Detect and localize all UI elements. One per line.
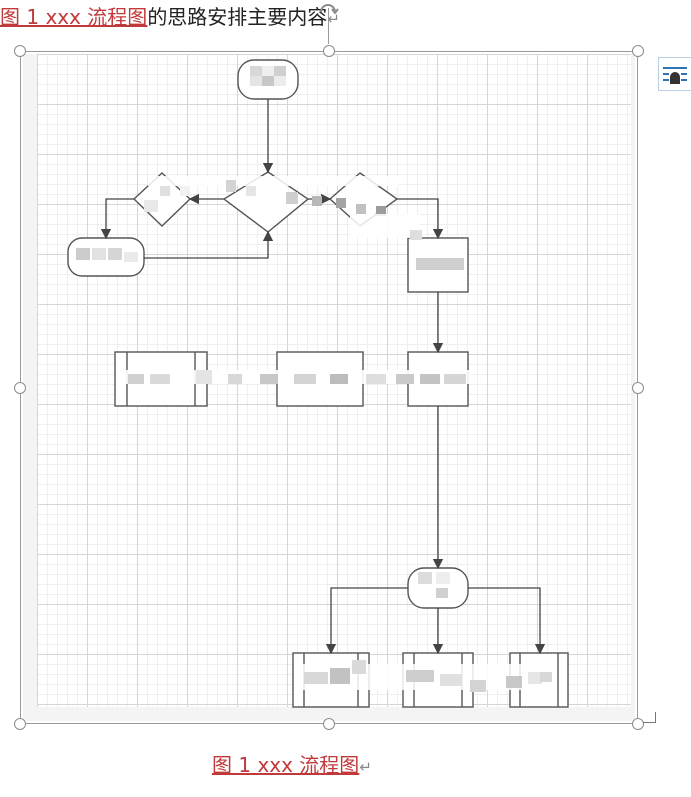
layout-options-button[interactable] bbox=[658, 57, 691, 91]
figure-reference-link[interactable]: 图 1 xxx 流程图 bbox=[0, 5, 148, 29]
flow-edge-left-to-terminal bbox=[100, 198, 134, 240]
resize-handle-bottom-right[interactable] bbox=[632, 718, 644, 730]
resize-handle-bottom-middle[interactable] bbox=[323, 718, 335, 730]
resize-handle-top-middle[interactable] bbox=[323, 45, 335, 57]
text-line-intro: 图 1 xxx 流程图的思路安排主要内容↵ bbox=[0, 2, 340, 32]
resize-handle-bottom-left[interactable] bbox=[14, 718, 26, 730]
figure-caption: 图 1 xxx 流程图↵ bbox=[212, 750, 372, 782]
flow-edge-bottom-to-a bbox=[325, 587, 408, 655]
paragraph-mark-icon: ↵ bbox=[359, 758, 372, 776]
resize-handle-middle-right[interactable] bbox=[632, 382, 644, 394]
resize-handle-middle-left[interactable] bbox=[14, 382, 26, 394]
layout-options-icon bbox=[663, 67, 687, 84]
resize-handle-top-right[interactable] bbox=[632, 45, 644, 57]
intro-text: 的思路安排主要内容 bbox=[147, 5, 328, 29]
caption-text[interactable]: 图 1 xxx 流程图 bbox=[212, 753, 360, 777]
flow-edge-right-to-process bbox=[397, 198, 444, 240]
paragraph-mark-icon: ↵ bbox=[327, 10, 340, 28]
rotate-icon[interactable] bbox=[317, 0, 339, 14]
resize-handle-top-left[interactable] bbox=[14, 45, 26, 57]
flow-edge-bottom-to-c bbox=[468, 587, 546, 655]
rotate-handle-stem bbox=[328, 8, 329, 44]
flow-edge-terminal-to-center bbox=[144, 230, 274, 259]
redacted-labels bbox=[76, 66, 552, 692]
end-of-cell-mark bbox=[643, 712, 656, 723]
